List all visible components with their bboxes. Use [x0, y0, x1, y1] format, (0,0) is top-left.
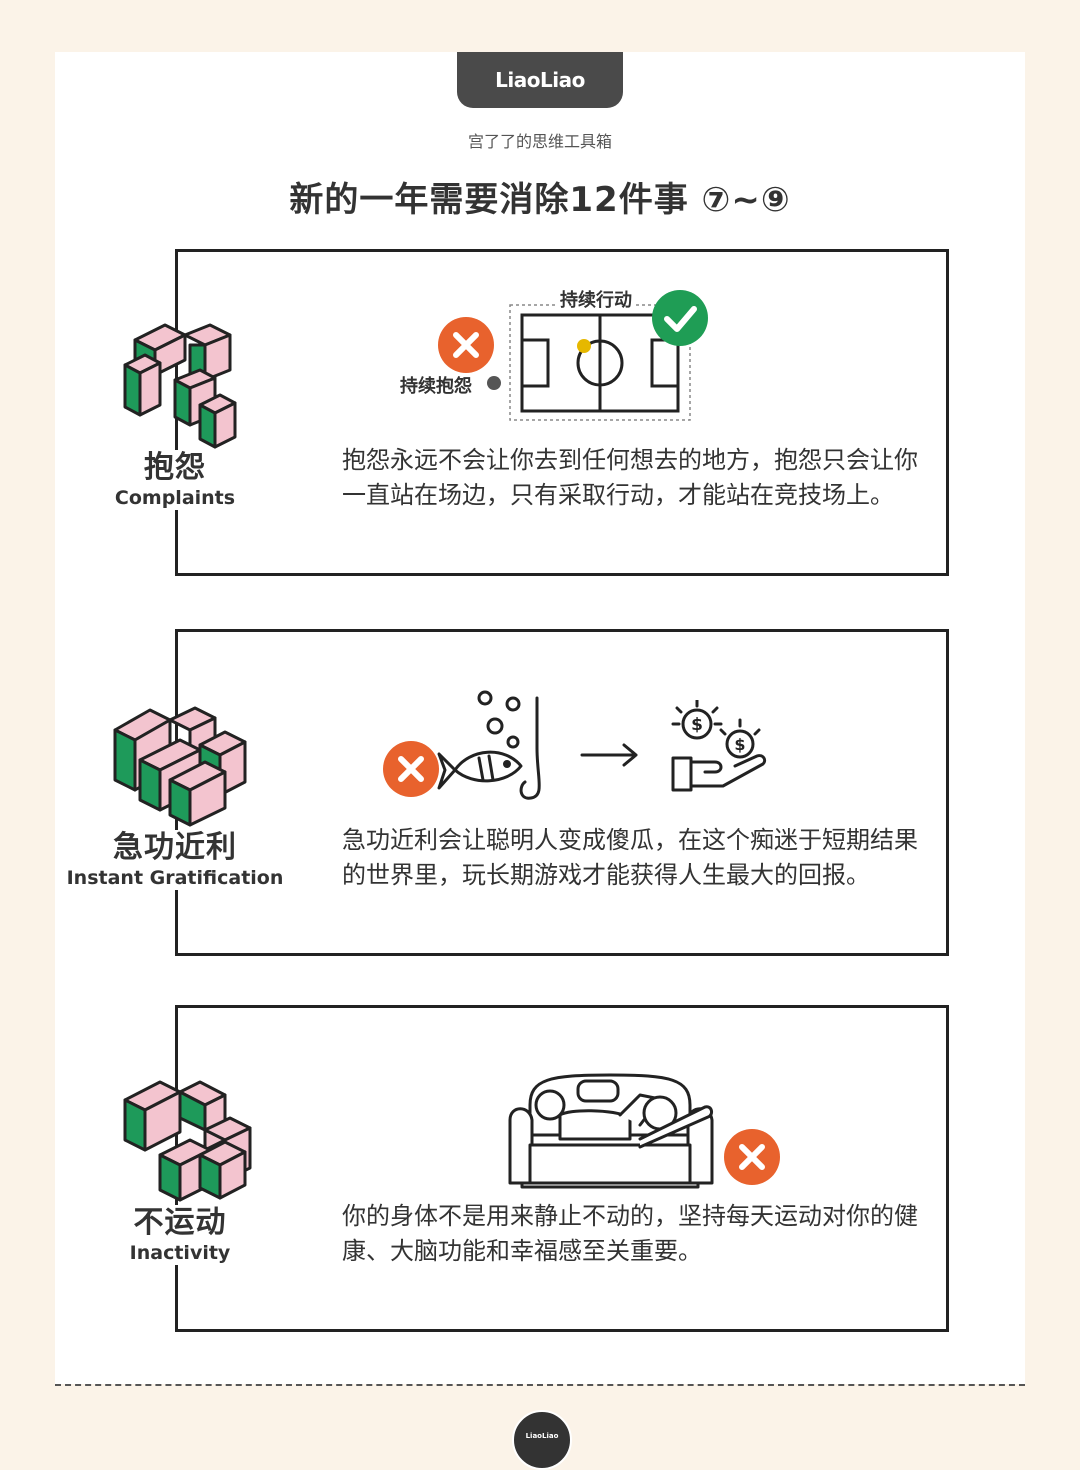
block-letter-icon: [123, 1080, 252, 1202]
svg-text:$: $: [734, 735, 745, 754]
page-title: 新的一年需要消除12件事 ⑦~⑨: [289, 180, 791, 220]
side-title-instant-gratification: 急功近利 Instant Gratification: [60, 700, 290, 890]
check-icon: [652, 290, 708, 346]
card-description: 抱怨永远不会让你去到任何想去的地方，抱怨只会让你一直站在场边，只有采取行动，才能…: [342, 446, 918, 509]
card-title-zh: 不运动: [131, 1205, 229, 1241]
logo-tab: LiaoLiao: [457, 52, 623, 108]
block-letter-icon: [113, 706, 247, 827]
block-letter-icon: [123, 323, 237, 449]
cross-icon: [724, 1129, 780, 1185]
card-title-en: Complaints: [112, 486, 238, 510]
card-title-en: Inactivity: [127, 1241, 233, 1265]
card-title-en: Instant Gratification: [64, 866, 286, 890]
label-continuous-action: 持续行动: [558, 286, 634, 312]
arrow-right-icon: [580, 743, 638, 767]
card-title-zh: 急功近利: [111, 830, 239, 866]
card-instant-gratification: [175, 629, 949, 956]
bottom-logo-badge: LiaoLiao: [512, 1410, 572, 1470]
svg-text:$: $: [691, 715, 703, 735]
cross-icon: [383, 741, 439, 797]
cross-icon: [438, 317, 494, 373]
football-field-illustration: [487, 304, 691, 421]
side-title-inactivity: 不运动 Inactivity: [100, 1070, 260, 1265]
money-hand-icon: $ $: [671, 700, 767, 792]
bottom-badge-text: LiaoLiao: [525, 1432, 559, 1440]
card-description: 你的身体不是用来静止不动的，坚持每天运动对你的健康、大脑功能和幸福感至关重要。: [342, 1202, 918, 1265]
side-title-complaints: 抱怨 Complaints: [100, 315, 250, 510]
card-description: 急功近利会让聪明人变成傻瓜，在这个痴迷于短期结果的世界里，玩长期游戏才能获得人生…: [342, 826, 918, 889]
fish-hook-icon: [437, 690, 541, 800]
logo: LiaoLiao: [495, 68, 585, 92]
card-title-zh: 抱怨: [142, 450, 208, 486]
subtitle: 宫了了的思维工具箱: [467, 132, 612, 151]
couch-person-icon: [508, 1073, 714, 1189]
bottom-dashed-border: [55, 1384, 1025, 1386]
label-continuous-complaint: 持续抱怨: [400, 376, 472, 397]
